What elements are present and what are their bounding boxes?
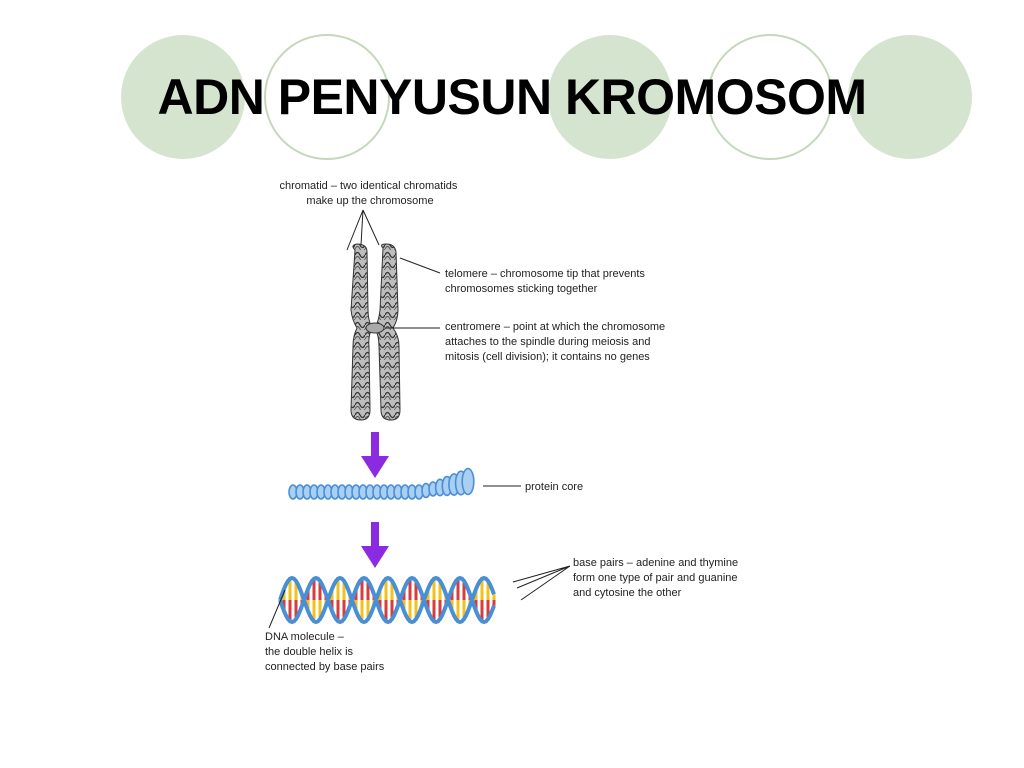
centromere-label-line-1: centromere – point at which the chromoso… xyxy=(445,321,665,333)
circle-filled-1 xyxy=(121,35,245,159)
telomere-pointer xyxy=(399,257,441,274)
chromosome-diagram: chromatid – two identical chromatids mak… xyxy=(265,180,741,673)
protein-core-coil xyxy=(288,467,475,500)
dna-double-helix xyxy=(278,575,496,625)
decorative-circles xyxy=(121,34,972,160)
base-pairs-label-line-3: and cytosine the other xyxy=(573,587,682,599)
circle-filled-3 xyxy=(848,35,972,159)
dna-molecule-label: DNA molecule – the double helix is conne… xyxy=(265,631,385,673)
circle-outline-2 xyxy=(707,34,833,160)
centromere-label-line-3: mitosis (cell division); it contains no … xyxy=(445,351,650,363)
telomere-label: telomere – chromosome tip that prevents … xyxy=(445,268,648,295)
base-pairs-label-line-2: form one type of pair and guanine xyxy=(573,572,738,584)
protein-core-label: protein core xyxy=(525,481,583,493)
circle-outline-1 xyxy=(264,34,390,160)
chromatid-label-line-2: make up the chromosome xyxy=(306,195,433,207)
arrow-down-icon xyxy=(361,522,389,568)
dna-strand xyxy=(278,575,496,625)
base-pairs-pointer xyxy=(512,565,571,601)
dna-molecule-label-line-1: DNA molecule – xyxy=(265,631,345,643)
dna-strand xyxy=(278,575,496,625)
centromere-label-line-2: attaches to the spindle during meiosis a… xyxy=(445,336,650,348)
centromere-label: centromere – point at which the chromoso… xyxy=(445,321,668,363)
slide-title: ADN PENYUSUN KROMOSOM xyxy=(157,69,867,125)
dna-molecule-pointer xyxy=(268,589,286,629)
chromatid-left xyxy=(350,243,373,421)
arrow-down-icon xyxy=(361,432,389,478)
dna-molecule-label-line-2: the double helix is xyxy=(265,646,354,658)
chromatid-label-line-1: chromatid – two identical chromatids xyxy=(280,180,458,192)
base-pairs-label: base pairs – adenine and thymine form on… xyxy=(573,557,741,599)
chromatid-pointer-lines xyxy=(346,209,380,251)
dna-molecule-label-line-3: connected by base pairs xyxy=(265,661,385,673)
chromatid-label: chromatid – two identical chromatids mak… xyxy=(280,180,461,207)
telomere-label-line-2: chromosomes sticking together xyxy=(445,283,598,295)
telomere-label-line-1: telomere – chromosome tip that prevents xyxy=(445,268,645,280)
base-pairs-label-line-1: base pairs – adenine and thymine xyxy=(573,557,738,569)
coil-turn xyxy=(461,467,475,496)
chromosome xyxy=(350,243,401,421)
circle-filled-2 xyxy=(548,35,672,159)
centromere xyxy=(365,322,385,334)
